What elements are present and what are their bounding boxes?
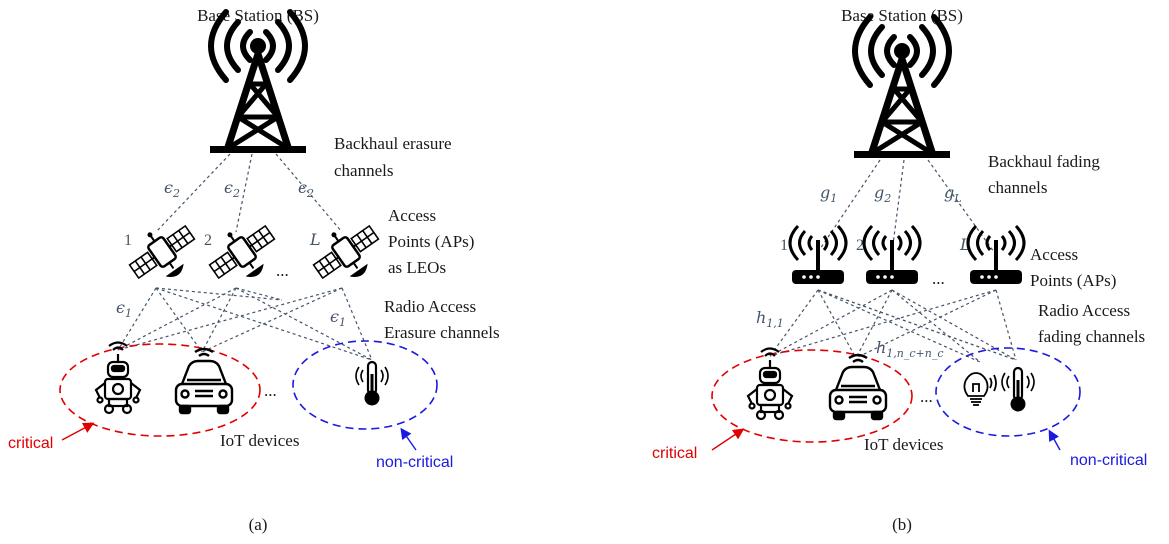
critical-label: critical [652,445,697,462]
radio-links-a [117,287,373,361]
ap-dots: ... [276,261,289,280]
noncritical-group-ellipse [935,347,1081,437]
noncritical-label: non-critical [376,454,453,471]
ap-label-a-line1: Access [388,206,436,225]
h1n-label: h1,n_c+n_c [876,338,944,360]
panel-b: Base Station (BS) Backhaul fading channe… [652,6,1147,534]
caption-b: (b) [892,515,912,534]
critical-group-ellipse [59,343,261,437]
ap-number: L [309,230,321,249]
critical-arrow [61,422,95,441]
noncritical-label: non-critical [1070,452,1147,469]
thermometer-icon [1000,366,1036,413]
iot-label: IoT devices [220,431,299,450]
backhaul-label-a-line2: channels [334,161,393,180]
ap-number: L [959,235,971,254]
critical-arrow [711,428,745,451]
noncritical-arrow [400,427,417,451]
radio-label-b-line1: Radio Access [1038,301,1130,320]
satellite-icon [199,211,288,296]
ap-number: 1 [124,232,132,249]
backhaul-label-b-line2: channels [988,178,1047,197]
radio-label-a-line2: Erasure channels [384,323,500,342]
satellite-icon [119,211,208,296]
thermometer-icon [354,360,390,407]
epsilon-1-label: ϵ1 [116,298,132,320]
epsilon-2-label: ϵ2 [298,178,314,200]
backhaul-link-2 [235,153,253,233]
noncritical-arrow [1048,429,1061,451]
robot-icon [94,341,142,415]
backhaul-link-1 [817,159,881,253]
ap-label-a-line3: as LEOs [388,258,446,277]
car-icon [828,353,888,421]
iot-label: IoT devices [864,435,943,454]
g2-label: g2 [874,183,891,205]
h11-label: h1,1 [756,308,784,330]
epsilon-2-label: ϵ2 [224,178,240,200]
radio-label-a-line1: Radio Access [384,297,476,316]
g1-label: g1 [820,183,837,205]
router-icon [788,224,848,286]
ap-number: 1 [780,237,788,254]
backhaul-label-b-line1: Backhaul fading [988,152,1100,171]
gL-label: gL [944,183,962,205]
radio-label-b-line2: fading channels [1038,327,1145,346]
ap-label-b-line2: Points (APs) [1030,271,1116,290]
noncritical-group-ellipse [292,340,438,430]
ap-number: 2 [856,237,864,254]
tower-icon [210,12,306,153]
ap-label-b-line1: Access [1030,245,1078,264]
radio-links-b [769,289,1017,363]
satellite-icon [303,211,392,296]
lightbulb-icon [963,372,997,406]
epsilon-1-label: ϵ1 [330,307,346,329]
backhaul-link-L [275,153,343,233]
car-icon [174,347,234,415]
robot-icon [746,347,794,421]
device-dots: ... [264,381,277,400]
ap-label-a-line2: Points (APs) [388,232,474,251]
caption-a: (a) [249,515,268,534]
critical-label: critical [8,435,53,452]
epsilon-2-label: ϵ2 [164,178,180,200]
ap-dots: ... [932,269,945,288]
tower-icon [854,17,950,158]
backhaul-label-a-line1: Backhaul erasure [334,134,452,153]
critical-group-ellipse [711,349,913,443]
device-dots: ... [920,387,933,406]
panel-a: Base Station (BS) Backhaul erasure chann… [8,6,500,534]
bs-label-b: Base Station (BS) [841,6,963,25]
ap-number: 2 [204,232,212,249]
router-icon [966,224,1026,286]
backhaul-link-L [927,159,995,253]
router-icon [862,224,922,286]
